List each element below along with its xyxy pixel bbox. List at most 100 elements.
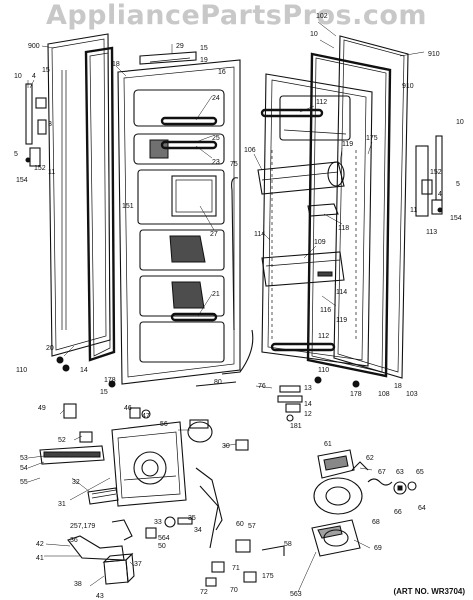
callout-63: 63 bbox=[396, 469, 404, 476]
callout-102: 102 bbox=[316, 13, 328, 20]
callout-16: 16 bbox=[218, 69, 226, 76]
callout-4: 4 bbox=[32, 73, 36, 80]
hardware-cluster bbox=[56, 356, 360, 422]
callout-75: 75 bbox=[230, 161, 238, 168]
callout-67: 67 bbox=[378, 469, 386, 476]
callout-69: 69 bbox=[374, 545, 382, 552]
callout-33: 33 bbox=[154, 519, 162, 526]
callout-564: 564 bbox=[158, 535, 170, 542]
callout-80: 80 bbox=[214, 379, 222, 386]
part-57 bbox=[235, 539, 251, 553]
part-72 bbox=[205, 577, 217, 587]
callout-14: 14 bbox=[80, 367, 88, 374]
callout-32: 32 bbox=[72, 479, 80, 486]
callout-42: 42 bbox=[36, 541, 44, 548]
callout-30: 30 bbox=[222, 443, 230, 450]
leader-lines bbox=[27, 21, 425, 593]
bracket-15 bbox=[195, 381, 237, 387]
callout-18: 18 bbox=[112, 61, 120, 68]
callout-257-179: 257,179 bbox=[70, 523, 95, 530]
top-hinge-left bbox=[139, 51, 197, 65]
callout-38: 38 bbox=[74, 581, 82, 588]
callout-58: 58 bbox=[284, 541, 292, 548]
part-33 bbox=[164, 516, 176, 528]
callout-24: 24 bbox=[212, 95, 220, 102]
butter-compartment bbox=[257, 161, 345, 195]
freezer-door bbox=[47, 33, 116, 362]
freezer-door-liner bbox=[117, 59, 241, 385]
egg-tray bbox=[307, 203, 339, 217]
callout-21: 21 bbox=[212, 291, 220, 298]
callout-110: 110 bbox=[16, 367, 27, 374]
callout-900: 900 bbox=[28, 43, 40, 50]
callout-563: 563 bbox=[290, 591, 302, 598]
callout-5-right: 5 bbox=[456, 181, 460, 188]
callout-13: 13 bbox=[304, 385, 312, 392]
callout-20: 20 bbox=[46, 345, 54, 352]
part-30 bbox=[235, 439, 249, 451]
callout-175: 175 bbox=[366, 135, 378, 142]
rod-75 bbox=[231, 177, 239, 331]
callout-11-right: 11 bbox=[410, 207, 417, 214]
callout-152-right: 152 bbox=[430, 169, 442, 176]
callout-181: 181 bbox=[290, 423, 302, 430]
callout-4-right: 4 bbox=[438, 191, 442, 198]
callout-5: 5 bbox=[14, 151, 18, 158]
callout-118: 118 bbox=[338, 225, 349, 232]
part-38-box bbox=[102, 552, 135, 585]
callout-35: 35 bbox=[188, 515, 196, 522]
callout-154: 154 bbox=[16, 177, 28, 184]
callout-15: 15 bbox=[200, 45, 208, 52]
actuator-arm-34 bbox=[199, 485, 219, 549]
callout-76: 76 bbox=[258, 383, 266, 390]
callout-43: 43 bbox=[96, 593, 104, 600]
callout-labels: 102 10 910 900 29 15 19 16 18 10 4 15 3 … bbox=[14, 13, 464, 600]
callout-3: 3 bbox=[48, 121, 52, 128]
part-35 bbox=[177, 517, 193, 525]
callout-47: 47 bbox=[142, 413, 150, 420]
fresh-food-door bbox=[306, 35, 409, 379]
callout-103: 103 bbox=[406, 391, 418, 398]
callout-19: 19 bbox=[200, 57, 208, 64]
shelf-bar-112 bbox=[260, 108, 324, 118]
callout-70: 70 bbox=[230, 587, 238, 594]
callout-110b: 110 bbox=[318, 367, 329, 374]
callout-178b: 178 bbox=[350, 391, 362, 398]
callout-15-lower: 15 bbox=[100, 389, 108, 396]
bracket-36 bbox=[67, 535, 125, 561]
callout-54: 54 bbox=[20, 465, 28, 472]
callout-23: 23 bbox=[212, 159, 220, 166]
art-number: (ART NO. WR3704) bbox=[393, 587, 465, 596]
callout-151: 151 bbox=[122, 203, 134, 210]
callout-53: 53 bbox=[20, 455, 28, 462]
callout-55: 55 bbox=[20, 479, 28, 486]
callout-36: 36 bbox=[70, 537, 78, 544]
callout-15-left: 15 bbox=[42, 67, 50, 74]
part-179 bbox=[111, 519, 133, 541]
callout-41: 41 bbox=[36, 555, 44, 562]
callout-112: 112 bbox=[316, 99, 327, 106]
callout-56: 56 bbox=[160, 421, 168, 428]
part-71 bbox=[211, 561, 225, 573]
callout-10-left: 10 bbox=[14, 73, 22, 80]
callout-10: 10 bbox=[310, 31, 318, 38]
actuator-arm-60 bbox=[195, 467, 223, 531]
callout-119b: 119 bbox=[336, 317, 347, 324]
callout-910-right: 910 bbox=[402, 83, 414, 90]
callout-114: 114 bbox=[254, 231, 265, 238]
ice-bucket-assembly bbox=[39, 403, 213, 507]
callout-18b: 18 bbox=[394, 383, 402, 390]
callout-25: 25 bbox=[212, 135, 220, 142]
part-58 bbox=[261, 545, 285, 556]
callout-52: 52 bbox=[58, 437, 66, 444]
callout-152: 152 bbox=[34, 165, 46, 172]
callout-65: 65 bbox=[416, 469, 424, 476]
left-hinge-parts bbox=[25, 83, 47, 167]
callout-178: 178 bbox=[104, 377, 116, 384]
callout-910: 910 bbox=[428, 51, 440, 58]
callout-61: 61 bbox=[324, 441, 332, 448]
callout-37: 37 bbox=[134, 561, 142, 568]
rod-80 bbox=[221, 329, 254, 375]
callout-31: 31 bbox=[58, 501, 66, 508]
